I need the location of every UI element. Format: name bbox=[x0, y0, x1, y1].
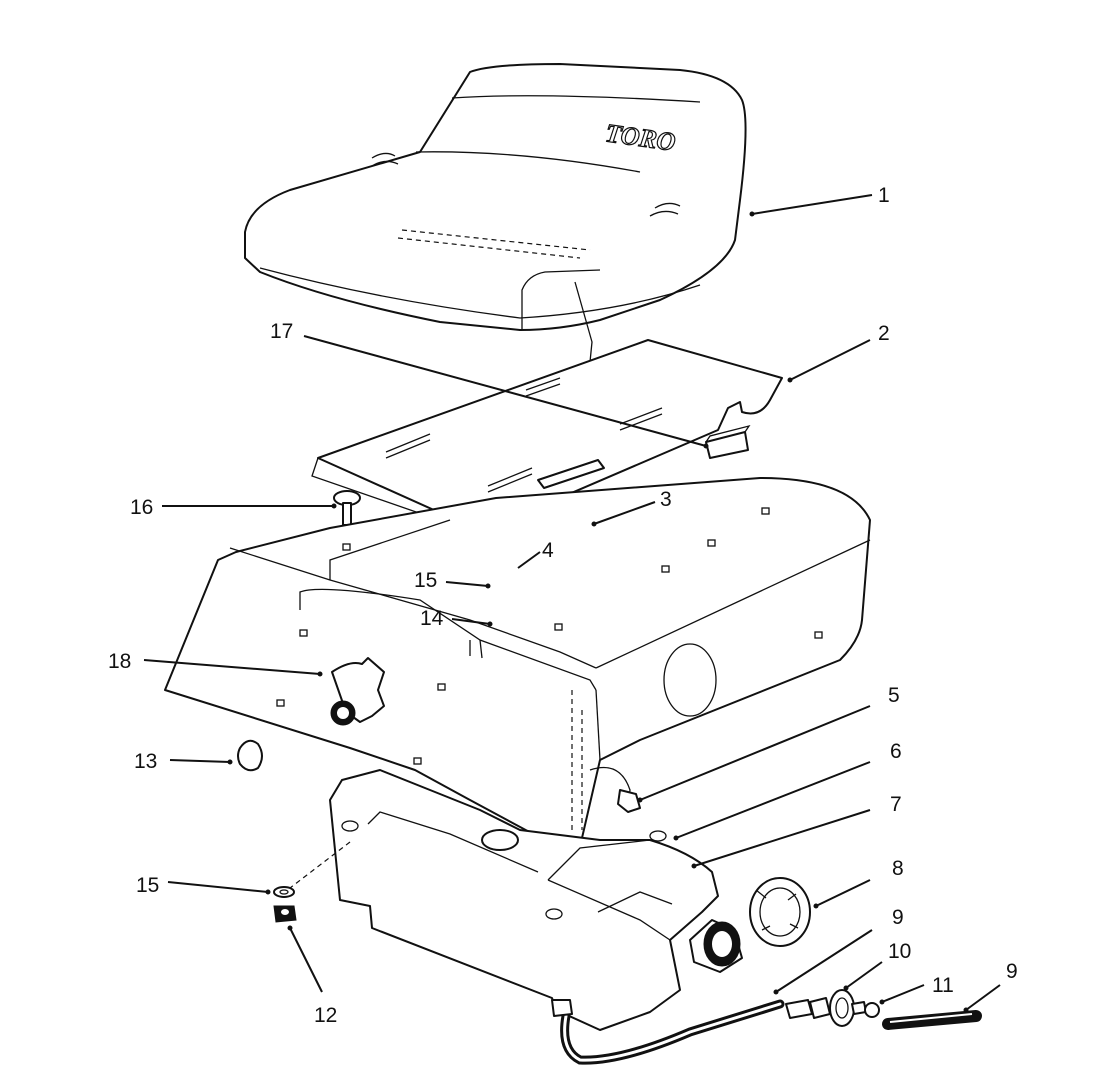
callout-8: 8 bbox=[892, 857, 904, 880]
callout-5: 5 bbox=[888, 684, 900, 707]
callout-4: 4 bbox=[542, 539, 554, 562]
callout-15-upper: 15 bbox=[414, 569, 437, 592]
callout-2: 2 bbox=[878, 322, 890, 345]
nut bbox=[273, 905, 297, 923]
carriage-bolt bbox=[333, 490, 361, 526]
callout-17: 17 bbox=[270, 320, 293, 343]
callout-16: 16 bbox=[130, 496, 153, 519]
callout-10: 10 bbox=[888, 940, 911, 963]
fuel-hose-right bbox=[882, 1010, 982, 1030]
fuel-hose-left bbox=[551, 999, 785, 1065]
callout-7: 7 bbox=[890, 793, 902, 816]
washer-lower bbox=[273, 886, 295, 898]
callout-labels: 1 2 3 4 5 6 7 8 9 10 11 9 12 13 14 15 15… bbox=[108, 184, 1018, 1027]
callout-1: 1 bbox=[878, 184, 890, 207]
callout-9-right: 9 bbox=[1006, 960, 1018, 983]
retaining-ring bbox=[237, 739, 263, 772]
callout-11: 11 bbox=[932, 974, 954, 997]
fuel-cap bbox=[749, 877, 811, 947]
assembly-line bbox=[289, 841, 351, 889]
seat: TORO bbox=[244, 63, 747, 463]
callout-6: 6 bbox=[890, 740, 902, 763]
callout-9-left: 9 bbox=[892, 906, 904, 929]
callout-12: 12 bbox=[314, 1004, 337, 1027]
fuel-filter bbox=[785, 989, 867, 1027]
leader-lines bbox=[143, 194, 1001, 1013]
callout-14: 14 bbox=[420, 607, 444, 630]
hose-clamp bbox=[864, 1002, 880, 1018]
small-block-part bbox=[705, 424, 751, 459]
callout-13: 13 bbox=[134, 750, 157, 773]
callout-15-lower: 15 bbox=[136, 874, 159, 897]
seat-housing bbox=[164, 477, 871, 843]
callout-18: 18 bbox=[108, 650, 131, 673]
callout-3: 3 bbox=[660, 488, 672, 511]
